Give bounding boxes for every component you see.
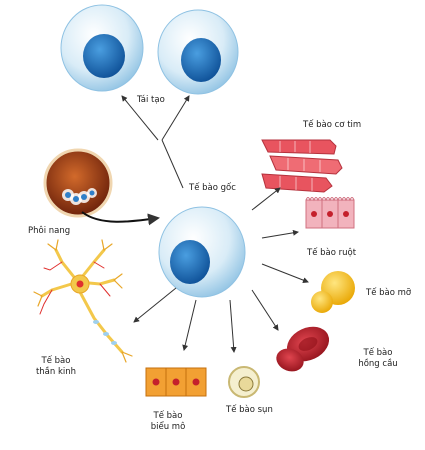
cartilage-cell-image [228,366,260,398]
blastocyst-arrow [81,211,160,226]
self-renewal-line [161,139,184,189]
label-rbc-line1: Tế bào [363,348,393,358]
label-epithelial: Tế bào biểu mô [148,411,188,433]
label-neuron-line2: thần kinh [35,367,77,377]
dividing-stem-cell-right [157,9,239,95]
label-epithelial-line1: Tế bào [153,411,183,421]
regenerate-arrow-right [161,95,190,141]
dividing-stem-cell-left [60,4,144,92]
label-rbc: Tế bào hồng cầu [355,348,401,370]
label-fat: Tế bào mỡ [366,288,412,298]
epithelial-cell-image [145,367,207,397]
label-rbc-line2: hồng cầu [358,359,398,369]
red-blood-cell-image [276,326,330,372]
cartilage-arrow [229,299,237,353]
central-stem-cell [158,206,246,298]
epithelial-arrow [182,299,197,351]
cardiac-cell-image [261,139,343,193]
intestinal-cell-image [305,197,355,229]
label-epithelial-line2: biểu mô [150,422,186,432]
label-cardiac: Tế bào cơ tim [303,120,362,130]
fat-cell-image [311,271,355,313]
neuron-image [33,239,133,363]
regenerate-arrow-left [121,95,159,141]
label-cartilage: Tế bào sụn [226,405,273,415]
cardiac-arrow [251,187,281,211]
intestinal-arrow [261,229,299,239]
label-neuron-line1: Tế bào [41,356,71,366]
blastocyst-image [43,148,113,218]
label-stem-cell: Tế bào gốc [189,183,236,193]
label-regenerate: Tái tạo [137,95,165,105]
fat-arrow [261,263,309,283]
neuron-arrow [133,287,177,323]
rbc-arrow [251,289,279,331]
label-blastocyst: Phôi nang [28,226,71,236]
label-neuron: Tế bào thần kinh [30,356,82,378]
label-intestinal: Tế bào ruột [307,248,357,258]
